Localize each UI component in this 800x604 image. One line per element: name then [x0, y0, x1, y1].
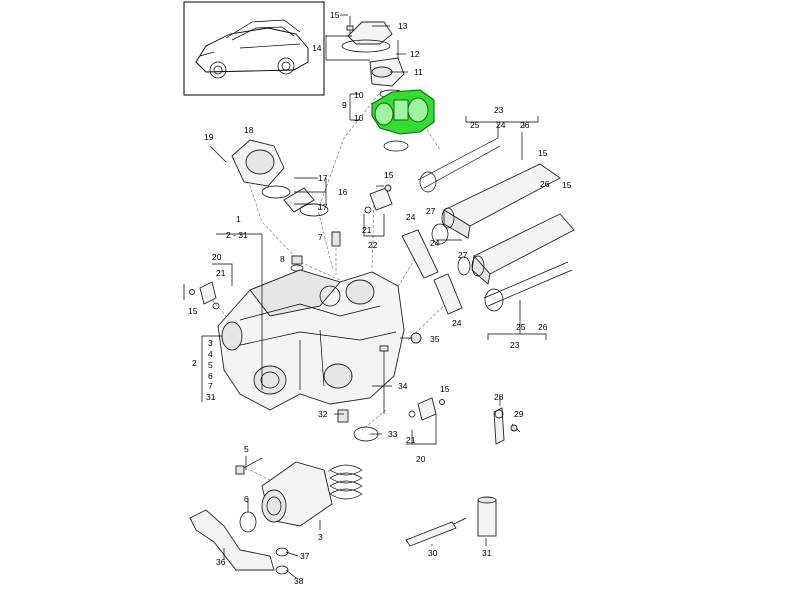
- callout-4: 4: [208, 349, 213, 359]
- callout-27: 27: [426, 206, 436, 216]
- plug-part-7: [331, 231, 341, 247]
- leader-lines: [183, 14, 547, 579]
- spring-part: [329, 464, 363, 500]
- callout-25: 25: [516, 322, 526, 332]
- vehicle-thumbnail: [183, 1, 325, 96]
- sensor-part-21-right: [408, 397, 445, 421]
- callout-30: 30: [428, 548, 438, 558]
- callout-2: 2: [192, 358, 197, 368]
- callout-12: 12: [410, 49, 420, 59]
- throttle-stack: [341, 16, 405, 99]
- callout-20: 20: [212, 252, 222, 262]
- callout-31: 31: [482, 548, 492, 558]
- callout-16: 16: [338, 187, 348, 197]
- callout-15: 15: [562, 180, 572, 190]
- sensor-part-22: [364, 184, 393, 214]
- callout-26: 26: [538, 322, 548, 332]
- gasket-frame: [401, 229, 439, 279]
- callout-38: 38: [294, 576, 304, 586]
- callout-24: 24: [430, 238, 440, 248]
- canister-part-31: [477, 496, 497, 537]
- callout-3: 3: [318, 532, 323, 542]
- tool-part-30: [405, 517, 467, 547]
- callout-5: 5: [244, 444, 249, 454]
- callout-9: 9: [342, 100, 347, 110]
- callout-17: 17: [318, 202, 328, 212]
- bolt-part-29: [510, 423, 521, 433]
- callout-37: 37: [300, 551, 310, 561]
- clip-part-28: [493, 407, 505, 445]
- callout-1: 1: [236, 214, 241, 224]
- bolt-part-34: [379, 345, 389, 414]
- callout-23: 23: [494, 105, 504, 115]
- o-ring: [383, 140, 409, 152]
- callout-32: 32: [318, 409, 328, 419]
- intercooler-upper: [417, 132, 561, 239]
- callout-20: 20: [416, 454, 426, 464]
- callout-14: 14: [312, 43, 322, 53]
- callout-27: 27: [458, 250, 468, 260]
- callout-8: 8: [280, 254, 285, 264]
- gasket-frame: [433, 273, 463, 315]
- callout-33: 33: [388, 429, 398, 439]
- callout-24: 24: [452, 318, 462, 328]
- callout-17: 17: [318, 173, 328, 183]
- callout-24: 24: [496, 120, 506, 130]
- callout-36: 36: [216, 557, 226, 567]
- callout-21: 21: [406, 435, 416, 445]
- bolt-part-5: [235, 457, 263, 475]
- callout-15: 15: [440, 384, 450, 394]
- callout-21: 21: [362, 225, 372, 235]
- throttle-body-highlighted: [371, 89, 435, 135]
- callout-29: 29: [514, 409, 524, 419]
- washer-part-6: [239, 511, 257, 533]
- callout-5: 5: [208, 360, 213, 370]
- callout-13: 13: [398, 21, 408, 31]
- callout-19: 19: [204, 132, 214, 142]
- callout-10: 10: [354, 90, 364, 100]
- callout-6: 6: [208, 371, 213, 381]
- callout-35: 35: [430, 334, 440, 344]
- hose-part-36: [189, 509, 289, 575]
- callout-2-31: 2 - 31: [226, 230, 248, 240]
- adapter-part-18: [209, 139, 329, 217]
- intercooler-lower: [431, 213, 575, 312]
- coupling-part-3: [261, 461, 333, 527]
- callout-3: 3: [208, 338, 213, 348]
- callout-24: 24: [406, 212, 416, 222]
- callout-21: 21: [216, 268, 226, 278]
- sensor-part-21-left: [189, 281, 220, 310]
- callout-labels: 15 13 14 12 11 9 10 10 23 25 24 26 15 26…: [188, 10, 572, 586]
- callout-18: 18: [244, 125, 254, 135]
- callout-25: 25: [470, 120, 480, 130]
- callout-15: 15: [538, 148, 548, 158]
- callout-26: 26: [540, 179, 550, 189]
- callout-6: 6: [244, 494, 249, 504]
- callout-7: 7: [208, 381, 213, 391]
- callout-34: 34: [398, 381, 408, 391]
- callout-22: 22: [368, 240, 378, 250]
- callout-7: 7: [318, 232, 323, 242]
- callout-15: 15: [330, 10, 340, 20]
- nut-part-35: [410, 332, 422, 344]
- callout-11: 11: [414, 67, 423, 77]
- plug-part-32: [337, 409, 349, 423]
- callout-28: 28: [494, 392, 504, 402]
- callout-15: 15: [188, 306, 198, 316]
- cap-part-8: [290, 255, 304, 272]
- callout-23: 23: [510, 340, 520, 350]
- callout-15: 15: [384, 170, 394, 180]
- callout-10: 10: [354, 113, 364, 123]
- callout-26: 26: [520, 120, 530, 130]
- callout-31: 31: [206, 392, 216, 402]
- supercharger-housing: [217, 269, 405, 411]
